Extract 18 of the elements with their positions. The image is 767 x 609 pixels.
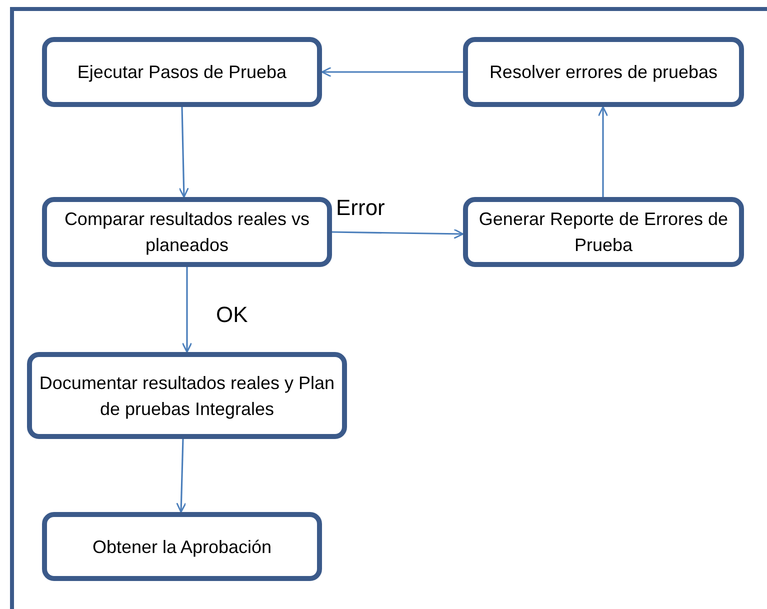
process-box xyxy=(27,352,347,439)
arrow xyxy=(176,438,186,513)
node-text: Ejecutar Pasos de Prueba xyxy=(76,61,288,84)
node-text: Documentar resultados reales y Plan de pruebas Integrales xyxy=(38,372,336,421)
node-text: Resolver errores de pruebas xyxy=(488,61,719,84)
node-text: Comparar resultados reales vs planeados xyxy=(63,208,311,257)
process-box xyxy=(463,37,744,107)
arrow xyxy=(178,106,190,198)
arrow xyxy=(332,228,464,240)
node-text: Obtener la Aprobación xyxy=(91,536,273,559)
node-text: Generar Reporte de Errores de Prueba xyxy=(478,208,730,257)
arrow xyxy=(598,106,608,197)
process-box xyxy=(42,512,322,581)
process-box xyxy=(42,37,322,107)
arrow xyxy=(321,66,463,78)
process-box xyxy=(463,197,744,267)
arrow xyxy=(182,267,192,353)
process-box xyxy=(42,197,332,267)
